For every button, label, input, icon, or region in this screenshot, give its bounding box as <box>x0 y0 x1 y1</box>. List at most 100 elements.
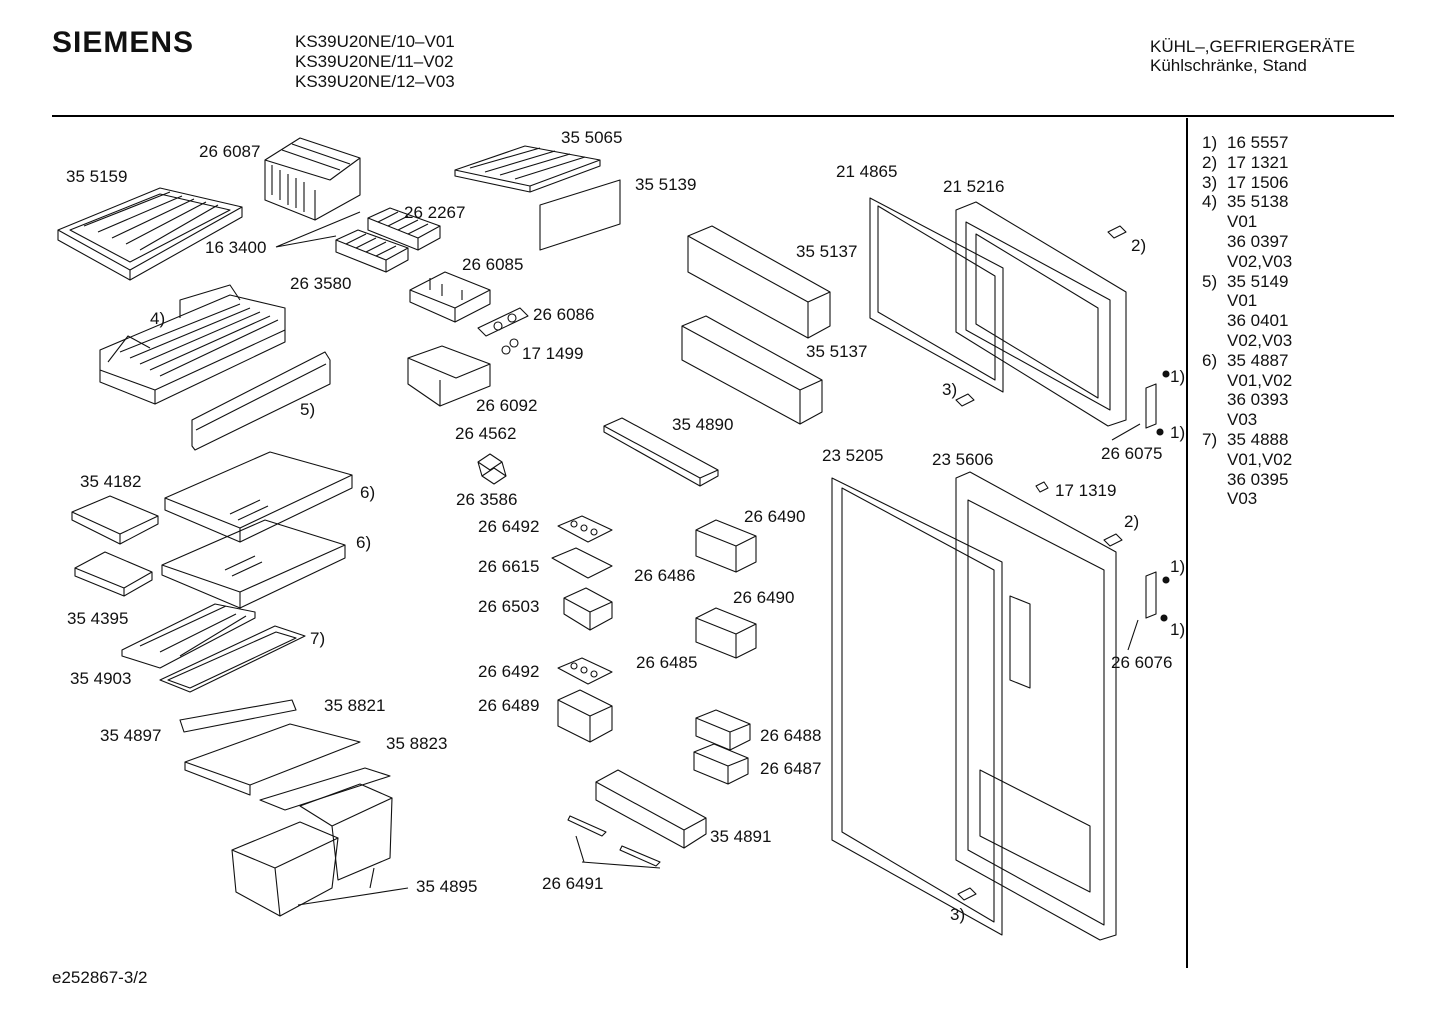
part-label: 23 5205 <box>822 446 884 465</box>
bottle-shelf <box>604 418 718 486</box>
parts-legend: 1)16 5557 2)17 1321 3)17 1506 4)35 5138 … <box>1202 133 1292 509</box>
bin-clip <box>696 608 756 658</box>
divider-card <box>552 548 612 578</box>
legend-item: 2) 17 1321 <box>1202 153 1292 173</box>
legend-item: V02,V03 <box>1202 331 1292 351</box>
legend-value: 35 5149 <box>1227 271 1289 291</box>
legend-value: V02,V03 <box>1227 251 1293 271</box>
part-label: 26 6615 <box>478 557 540 576</box>
category-line: Kühlschränke, Stand <box>1150 56 1307 75</box>
part-label: 35 4890 <box>672 415 734 434</box>
part-label: 35 5137 <box>796 242 858 261</box>
legend-item: V01 <box>1202 291 1292 311</box>
part-label: 17 1319 <box>1055 481 1117 500</box>
legend-value: 16 5557 <box>1227 133 1289 152</box>
small-box <box>694 744 748 784</box>
legend-value: V02,V03 <box>1227 330 1293 350</box>
part-label: 26 3586 <box>456 490 518 509</box>
legend-value: V03 <box>1227 410 1258 430</box>
legend-key: 4) <box>1202 192 1218 212</box>
legend-item: V01 <box>1202 212 1292 232</box>
callout-label: 7) <box>310 629 326 648</box>
part-label: 16 3400 <box>205 238 267 257</box>
legend-item: 6)35 4887 <box>1202 351 1292 371</box>
legend-value: 17 1321 <box>1227 152 1289 172</box>
door-bin-large <box>682 226 830 424</box>
part-label: 17 1499 <box>522 344 584 363</box>
freezer-door <box>956 202 1126 426</box>
crisper-drawer <box>100 285 285 404</box>
part-label: 35 4395 <box>67 609 129 628</box>
freezer-door-seal <box>870 198 1003 392</box>
legend-value: 35 4887 <box>1227 350 1289 370</box>
ribbed-cover <box>122 604 255 668</box>
part-label: 35 5139 <box>635 175 697 194</box>
fridge-door <box>956 472 1116 940</box>
glass-plate <box>160 626 305 692</box>
part-label: 26 6489 <box>478 696 540 715</box>
crisper-bin <box>232 784 392 916</box>
part-label: 26 6492 <box>478 517 540 536</box>
legend-item: V03 <box>1202 489 1292 509</box>
legend-item: V02,V03 <box>1202 252 1292 272</box>
callout-label: 6) <box>356 533 372 552</box>
model-list: KS39U20NE/10–V01 KS39U20NE/11–V02 KS39U2… <box>295 32 455 92</box>
legend-value: 36 0395 <box>1227 469 1289 489</box>
part-label: 26 3580 <box>290 274 352 293</box>
ice-cube-tray <box>336 208 440 272</box>
part-label: 21 5216 <box>943 177 1005 196</box>
legend-value: 35 4888 <box>1227 429 1289 449</box>
bottle-retainer <box>568 816 660 866</box>
hinge-bracket <box>1146 384 1156 618</box>
butter-bin <box>558 690 612 742</box>
legend-divider <box>1186 118 1188 968</box>
part-label: 35 4897 <box>100 726 162 745</box>
callout-label: 2) <box>1124 512 1140 531</box>
shelf-cover <box>260 768 390 810</box>
clip-small <box>1036 482 1048 492</box>
legend-value: V01,V02 <box>1227 370 1293 390</box>
clip-part <box>478 454 506 484</box>
category-line: KÜHL–,GEFRIERGERÄTE <box>1150 37 1355 56</box>
part-label: 35 5137 <box>806 342 868 361</box>
callout-label: 3) <box>950 905 966 924</box>
part-label: 26 6488 <box>760 726 822 745</box>
model-number: KS39U20NE/12–V03 <box>295 72 455 91</box>
part-label: 35 8823 <box>386 734 448 753</box>
legend-item: V01,V02 <box>1202 450 1292 470</box>
brand-logo: SIEMENS <box>52 26 195 59</box>
category-title: KÜHL–,GEFRIERGERÄTE Kühlschränke, Stand <box>1150 37 1355 75</box>
part-label: 26 6485 <box>636 653 698 672</box>
callout-label: 1) <box>1170 367 1186 386</box>
legend-key: 2) <box>1202 152 1218 172</box>
bin-clip <box>696 520 756 572</box>
part-label: 26 6087 <box>199 142 261 161</box>
part-label: 26 6092 <box>476 396 538 415</box>
legend-item: 5)35 5149 <box>1202 272 1292 292</box>
legend-item: 4)35 5138 <box>1202 192 1292 212</box>
part-label: 26 6075 <box>1101 444 1163 463</box>
part-label: 21 4865 <box>836 162 898 181</box>
fan-housing <box>410 272 490 322</box>
small-shelf <box>72 496 158 544</box>
part-label: 26 6085 <box>462 255 524 274</box>
legend-key: 1) <box>1202 133 1218 152</box>
part-label: 35 5159 <box>66 167 128 186</box>
freezer-grid-shelf <box>58 188 242 280</box>
small-box <box>696 710 750 750</box>
part-label: 26 6487 <box>760 759 822 778</box>
egg-tray <box>558 516 612 684</box>
legend-item: 1) 16 5557 <box>1202 133 1292 153</box>
callout-label: 3) <box>942 380 958 399</box>
part-label: 26 6490 <box>733 588 795 607</box>
callout-label: 4) <box>150 309 166 328</box>
legend-value: V01,V02 <box>1227 449 1293 469</box>
legend-item: 36 0397 <box>1202 232 1292 252</box>
legend-key: 7) <box>1202 429 1218 449</box>
door-pin <box>956 394 976 900</box>
legend-item: V01,V02 <box>1202 371 1292 391</box>
legend-value: V01 <box>1227 212 1258 232</box>
part-label: 26 6486 <box>634 566 696 585</box>
part-label: 26 6086 <box>533 305 595 324</box>
